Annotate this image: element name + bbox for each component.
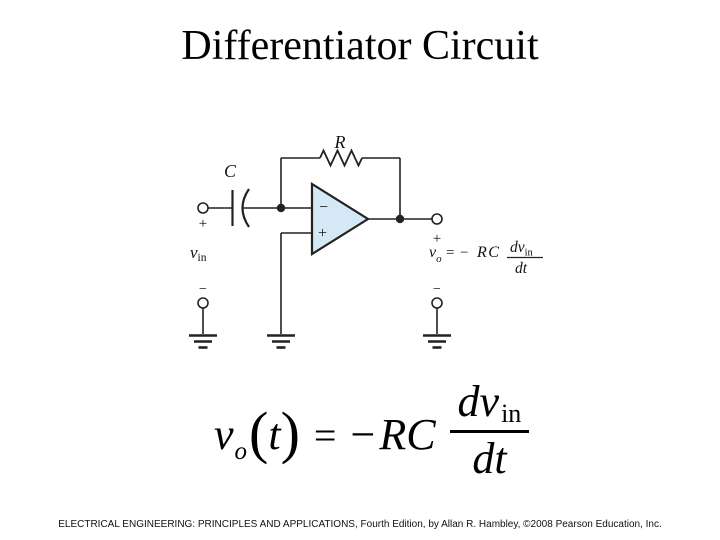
- input-ground-symbol: [189, 334, 217, 349]
- output-eq-equals: =: [446, 245, 454, 261]
- resistor-label: R: [334, 132, 346, 152]
- output-eq-minus: −: [460, 245, 468, 261]
- main-eq-equals: =: [313, 412, 337, 458]
- output-eq-dv: dv: [510, 239, 525, 256]
- output-plus-sign: +: [433, 231, 441, 247]
- input-minus-sign: −: [199, 282, 207, 297]
- main-eq-dt: dt: [472, 434, 507, 483]
- output-eq-dt: dt: [515, 260, 528, 277]
- capacitor-label: C: [224, 161, 237, 181]
- output-ground-symbol: [423, 334, 451, 349]
- opamp-triangle: [310, 182, 371, 256]
- opamp-inverting-label: −: [319, 199, 328, 216]
- opamp-noninverting-label: +: [318, 225, 327, 242]
- vin-base: v: [190, 243, 198, 262]
- output-eq-v: v: [429, 244, 437, 261]
- resistor-zigzag: [319, 148, 363, 168]
- output-equation-vo: vo: [429, 244, 442, 265]
- output-eq-num-sub: in: [525, 248, 534, 259]
- output-equation: vo = − RC dvin dt: [429, 239, 543, 277]
- output-minus-sign: −: [433, 282, 441, 297]
- circuit-diagram: R C − + + − vin + − vo = − RC dvin dt: [189, 132, 543, 349]
- output-eq-numerator: dvin: [510, 239, 534, 259]
- main-eq-v: v: [214, 409, 234, 459]
- page-title: Differentiator Circuit: [181, 23, 539, 69]
- input-lower-terminal: [197, 297, 209, 309]
- footer-credit: ELECTRICAL ENGINEERING: PRINCIPLES AND A…: [58, 519, 662, 530]
- output-lower-terminal: [431, 297, 443, 309]
- output-terminal: [431, 213, 443, 225]
- input-terminal: [197, 202, 209, 214]
- opamp-ground-symbol: [267, 334, 295, 349]
- main-eq-dv: dv: [457, 377, 500, 426]
- main-eq-num-sub: in: [501, 399, 522, 428]
- vin-subscript: in: [198, 252, 207, 264]
- output-node-dot: [395, 214, 405, 224]
- main-eq-t: t: [268, 409, 281, 459]
- main-eq-rc: RC: [379, 409, 436, 459]
- output-eq-sub-o: o: [436, 253, 442, 265]
- vin-label: vin: [190, 243, 207, 264]
- main-eq-minus: −: [350, 409, 376, 459]
- input-plus-sign: +: [199, 216, 207, 232]
- output-eq-rc: RC: [476, 244, 500, 261]
